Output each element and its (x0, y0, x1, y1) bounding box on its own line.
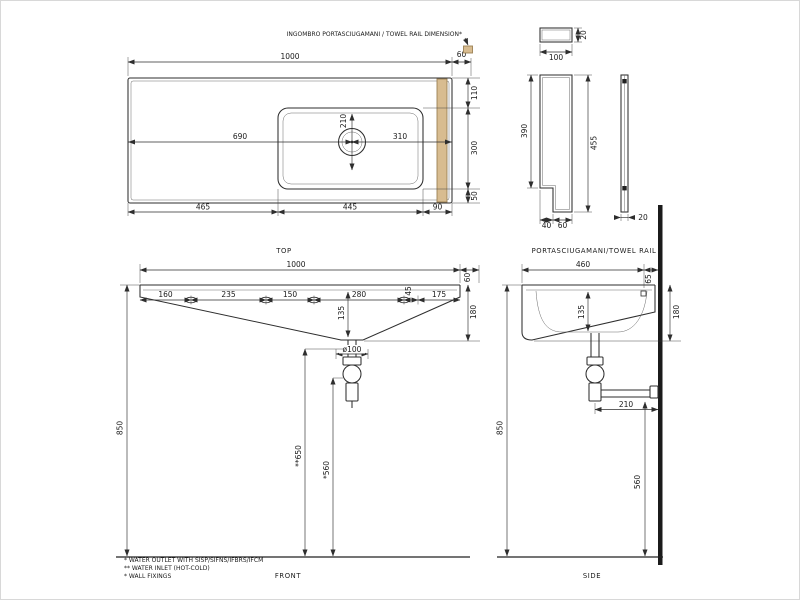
footnote-wall-fixings: * WALL FIXINGS (124, 573, 171, 580)
dim-label: ø100 (343, 345, 362, 354)
bottle-trap-side (585, 333, 659, 402)
dim-label: 210 (619, 400, 634, 409)
towel-rail-view: 20 100 390 455 40 60 (520, 27, 657, 255)
dim-label: 465 (196, 203, 211, 212)
dim-label: 455 (590, 136, 599, 151)
rail-fixing-bottom (622, 186, 627, 191)
dim-label: 100 (549, 53, 564, 62)
dim-label: 65 (644, 274, 653, 284)
bowl-inner-top (282, 112, 419, 185)
front-view: 160 235 150 280 45 175 1000 60 135 180 (116, 260, 480, 580)
dim-rail-profile-thickness: 20 (574, 27, 588, 43)
dim-rail-hook: 40 60 (539, 190, 573, 230)
rail-bracket-front (539, 74, 573, 213)
dim-side-bowl-depth: 135 (577, 291, 591, 332)
dim-label: 50 (470, 191, 479, 201)
dim-label: 135 (577, 305, 586, 320)
dim-top-depth-stack: 110 300 50 (423, 77, 480, 204)
dim-label: 850 (116, 421, 125, 436)
dim-label: 560 (633, 475, 642, 490)
side-view: 460 65 135 180 850 (496, 205, 681, 580)
dim-label: 150 (283, 290, 298, 299)
dim-side-fixing-to-wall: 65 (643, 267, 659, 284)
dim-rail-overall-length: 455 (574, 74, 599, 213)
dim-label: 445 (343, 203, 358, 212)
dim-label: 135 (337, 306, 346, 321)
dim-label: 160 (158, 290, 173, 299)
dim-top-drain-diameter: 210 (339, 114, 355, 171)
dim-label: 20 (579, 30, 588, 40)
dim-label: 180 (469, 305, 478, 320)
dim-label: 210 (339, 114, 348, 129)
dim-label: 850 (496, 421, 505, 436)
dim-label: 175 (432, 290, 447, 299)
note-arrow (462, 37, 469, 46)
dim-label: 460 (576, 260, 591, 269)
top-view-title: TOP (275, 247, 291, 255)
dim-label: 1000 (286, 260, 305, 269)
front-view-title: FRONT (275, 572, 301, 580)
dim-label: 1000 (280, 52, 299, 61)
towel-rail-strip-top (436, 78, 448, 203)
footnotes: * WATER OUTLET WITH SISP/SIFNS/IFBRS/IFC… (124, 557, 263, 580)
dim-rail-arm-length: 390 (520, 74, 538, 189)
rail-fixing-top (622, 79, 627, 84)
top-view: 1000 60 110 300 50 690 310 210 (127, 31, 480, 255)
dim-label: 280 (352, 290, 367, 299)
dim-front-bowl-depth: 135 (337, 291, 351, 338)
towel-rail-view-title: PORTASCIUGAMANI/TOWEL RAIL (532, 247, 657, 255)
dim-label: 235 (221, 290, 236, 299)
dim-label: 45 (404, 286, 413, 296)
dim-side-front-height: 180 (534, 284, 681, 342)
bottle-trap-front (342, 356, 362, 408)
dim-side-water-outlet-height: 560 (633, 401, 648, 557)
rail-profile-top (539, 27, 573, 43)
dim-label: 60 (558, 221, 568, 230)
dim-rail-bar-thickness: 20 (613, 213, 648, 222)
footnote-water-outlet: * WATER OUTLET WITH SISP/SIFNS/IFBRS/IFC… (124, 557, 263, 564)
dim-label: 90 (433, 203, 443, 212)
dim-side-overall-depth: 460 (521, 260, 645, 288)
dim-label: 60 (463, 273, 472, 283)
towel-rail-note-text: INGOMBRO PORTASCIUGAMANI / TOWEL RAIL DI… (287, 31, 462, 38)
dim-front-overall-width: 1000 (139, 260, 461, 283)
dim-top-towel-rail-offset: 60 (451, 50, 472, 76)
dim-label: 180 (672, 305, 681, 320)
rail-profile-top-inner (541, 29, 571, 41)
rail-bracket-front-inner (542, 77, 570, 210)
dim-front-drain-diameter: ø100 (335, 345, 369, 359)
dim-label: 40 (542, 221, 552, 230)
dim-label: 110 (470, 86, 479, 101)
dim-label: 20 (638, 213, 648, 222)
dim-top-bottom-chain: 465 445 90 (127, 189, 453, 216)
basin-underside-front (139, 285, 461, 341)
dim-front-floor-to-rim: 850 (116, 284, 140, 557)
dim-label: 690 (233, 132, 248, 141)
dim-label: 300 (470, 141, 479, 156)
dim-front-hole-chain: 160 235 150 280 45 175 (139, 286, 461, 305)
wall-fixing-mark (640, 290, 647, 297)
header-note: INGOMBRO PORTASCIUGAMANI / TOWEL RAIL DI… (287, 31, 473, 54)
dim-rail-profile-width: 100 (539, 44, 573, 62)
bowl-section-side (535, 290, 648, 333)
dim-front-water-inlet-height: **650 (294, 348, 344, 557)
dim-front-water-outlet-height: *560 (322, 377, 343, 557)
basin-profile-side (521, 285, 656, 341)
dim-label: 310 (393, 132, 408, 141)
side-view-title: SIDE (583, 572, 601, 580)
dim-label: 390 (520, 124, 529, 139)
wall-section (658, 205, 663, 565)
dim-front-height: 180 (364, 284, 480, 342)
dim-label: 60 (457, 50, 467, 59)
dim-top-drain-position: 690 310 (128, 132, 452, 145)
dim-front-towel-rail-offset: 60 (459, 265, 480, 283)
dim-label: **650 (294, 445, 303, 467)
footnote-water-inlet: ** WATER INLET (HOT-COLD) (124, 565, 210, 572)
dim-side-floor-to-rim: 850 (496, 284, 522, 557)
dim-label: *560 (322, 461, 331, 479)
towel-rail-end-top (463, 45, 473, 54)
